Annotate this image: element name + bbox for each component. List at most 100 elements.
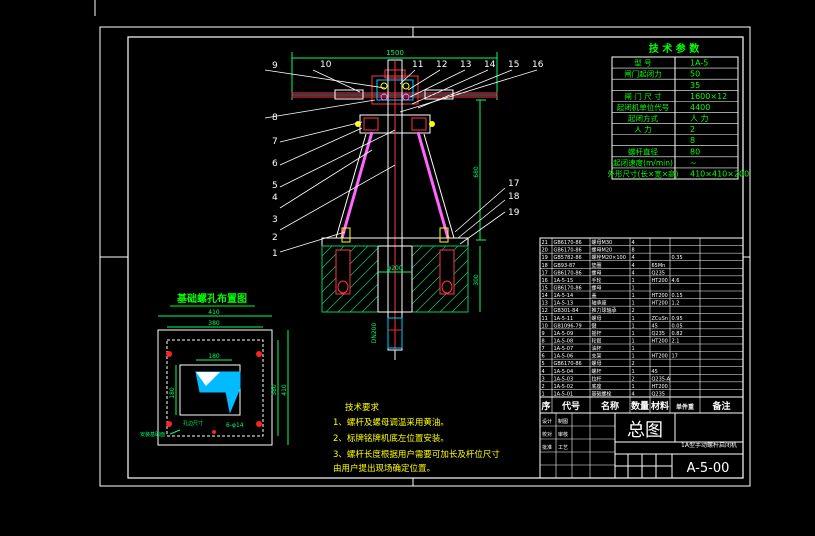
note-line-4: 由用户提出现场确定位置。	[333, 463, 435, 474]
leader-lines	[264, 69, 538, 253]
bom-cell: 1	[542, 392, 545, 398]
param-label: 起闭机单位代号	[617, 102, 670, 112]
bom-cell: 1A-5-14	[554, 293, 574, 299]
plan-outer-w: 410	[208, 309, 220, 316]
bom-cell: 5	[542, 361, 545, 367]
bom-cell: 45	[652, 369, 658, 375]
bom-cell: GB6170-86	[554, 270, 582, 276]
param-value: 1A-5	[690, 59, 708, 68]
pipe-size-dim: DN200	[371, 323, 378, 344]
bom-cell: Q235	[652, 392, 665, 398]
part-no-8: 8	[272, 113, 278, 123]
bom-cell: 4	[632, 270, 635, 276]
bom-cell: 4	[632, 255, 635, 261]
part-no-7: 7	[272, 137, 278, 147]
bom-cell: 螺母	[592, 269, 602, 276]
bom-header-cell: 数量	[631, 400, 649, 412]
param-label: 螺杆直径	[628, 146, 658, 156]
bom-cell: 13	[542, 301, 548, 307]
bom-cell: GB6170-86	[554, 240, 582, 246]
bom-cell: 4	[542, 369, 545, 375]
bom-cell: 螺母M30	[592, 239, 613, 246]
param-label: 外形尺寸(长×宽×高)	[608, 169, 679, 179]
plan-inner-w: 380	[208, 320, 220, 327]
title-name: 1A型手动螺杆启闭机	[681, 441, 737, 449]
bom-cell: 螺母M20	[592, 247, 613, 254]
param-value: 2	[690, 125, 695, 134]
bom-cell: 1	[632, 369, 635, 375]
note-line-3: 3、螺杆长度根据用户需要可加长及杆位尺寸	[333, 449, 500, 460]
bom-cell: 18	[542, 263, 548, 269]
bom-cell: 4.6	[672, 278, 680, 284]
param-value: ~	[690, 158, 697, 167]
bom-cell: 1A-5-13	[554, 301, 574, 307]
bom-cell: 螺母	[592, 285, 602, 292]
title-block-label: 工艺	[558, 445, 568, 451]
bom-cell: 20	[542, 248, 548, 254]
bom-cell: 1	[632, 301, 635, 307]
bom-cell: 轴承座	[592, 300, 607, 307]
bom-cell: GB1096-79	[554, 323, 582, 329]
param-value: 4400	[690, 103, 710, 112]
bom-header-cell: 备注	[711, 400, 730, 412]
plan-right-b: 410	[281, 384, 288, 396]
bom-cell: 15	[542, 286, 548, 292]
param-value: 80	[690, 147, 700, 156]
bom-cell: 4	[632, 392, 635, 398]
bom-cell: 1	[632, 293, 635, 299]
top-span-dim: 1500	[386, 49, 404, 57]
bom-cell: 螺母	[592, 315, 602, 322]
bom-cell: 键	[592, 322, 597, 329]
bom-cell: Q235	[652, 270, 665, 276]
bom-cell: 6	[542, 354, 545, 360]
bom-cell: 螺母	[592, 360, 602, 367]
bom-cell: 1A-5-01	[554, 392, 574, 398]
note-line-2: 2、标牌铭牌机底左位置安装。	[333, 433, 449, 444]
bom-cell: 10	[542, 323, 548, 329]
title-block-label: 校对	[542, 431, 552, 438]
bom-header-cell: 名称	[601, 400, 619, 412]
part-no-16: 16	[532, 60, 544, 70]
bom-header-cell: 序	[541, 400, 550, 412]
param-value: 35	[690, 81, 700, 90]
base-width-dim: φ200	[387, 265, 403, 272]
bom-cell: 4	[632, 263, 635, 269]
bom-cell: 0.82	[672, 331, 683, 337]
bom-cell: 3	[542, 376, 545, 382]
param-label: 起闭速度(m/min)	[613, 157, 673, 167]
bom-header-cell: 单件重	[676, 403, 694, 411]
bom-cell: 2	[632, 308, 635, 314]
bom-cell: 螺杆	[592, 368, 602, 375]
bom-cell: 0.35	[672, 255, 683, 261]
bom-cell: 2	[632, 361, 635, 367]
part-no-18: 18	[508, 192, 520, 202]
plan-mid: 180	[208, 353, 220, 360]
part-no-2: 2	[272, 233, 278, 243]
bom-cell: HT200	[652, 293, 668, 299]
part-no-12: 12	[436, 60, 447, 70]
bom-cell: 油杯	[592, 345, 602, 352]
height-dim: 680	[473, 166, 480, 178]
title-block-label: 审核	[558, 431, 568, 438]
notes-title: 技术要求	[345, 402, 380, 413]
plan-right-a: 380	[271, 384, 278, 396]
bom-cell: 0.05	[672, 323, 683, 329]
bom-cell: 1	[632, 323, 635, 329]
part-numbers-right: 17 18 19	[508, 179, 520, 218]
bom-cell: 45	[652, 323, 658, 329]
part-no-9: 9	[272, 61, 278, 71]
bom-cell: 1A-5-07	[554, 346, 574, 352]
bom-cell: 17	[542, 270, 548, 276]
bom-cell: 12	[542, 308, 548, 314]
bom-cell: GB6170-86	[554, 286, 582, 292]
bom-cell: 2.1	[672, 339, 680, 345]
part-no-17: 17	[508, 179, 519, 189]
base-depth-dim: 300	[473, 274, 480, 286]
bom-cell: 1A-5-06	[554, 354, 574, 360]
part-no-13: 13	[460, 60, 471, 70]
plan-hole: 孔边尺寸	[183, 420, 203, 427]
title-block-label: 制图	[558, 418, 568, 425]
bom-cell: 7	[542, 346, 545, 352]
plan-left: 180	[169, 387, 176, 399]
bom-cell: Q235	[652, 331, 665, 337]
